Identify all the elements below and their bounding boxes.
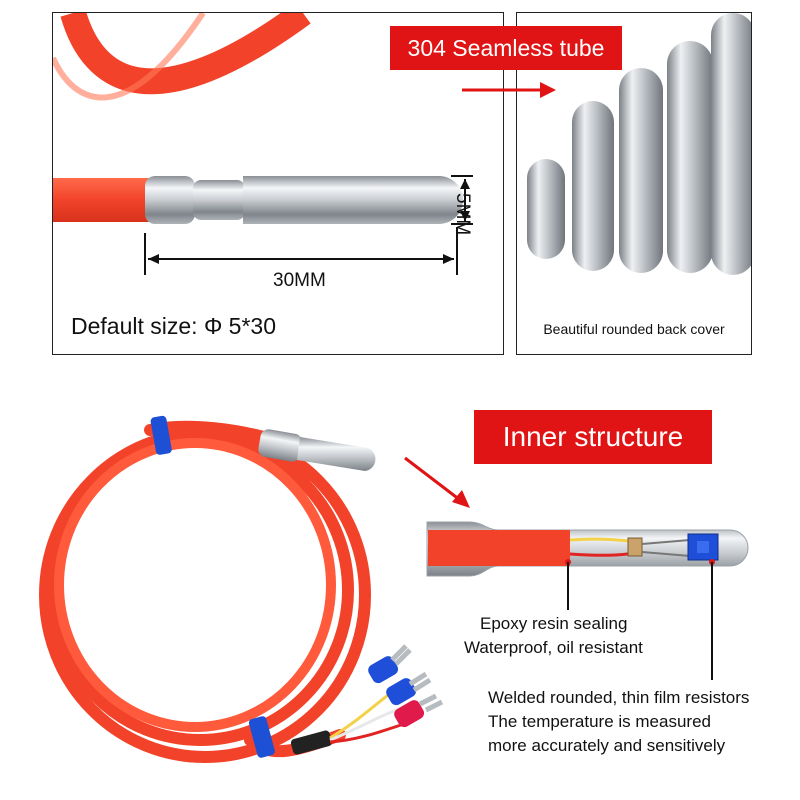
resistor-line-1: Welded rounded, thin film resistors (488, 688, 750, 707)
epoxy-leader-line (565, 559, 571, 610)
probe-groove (193, 180, 245, 220)
resistor-line-2: The temperature is measured (488, 712, 711, 731)
terminal-red (394, 693, 444, 728)
coil-probe-tip (297, 437, 376, 471)
probe-closeup-illustration (53, 13, 473, 275)
lead-joint (627, 537, 643, 557)
rounded-caps-panel: Beautiful rounded back cover (516, 12, 752, 355)
steel-tube-1 (527, 159, 565, 259)
steel-tube-5 (711, 13, 751, 275)
default-size-text: Default size: Φ 5*30 (71, 313, 277, 339)
coil-probe-collar (258, 429, 303, 462)
inner-structure-banner: Inner structure (474, 410, 712, 464)
steel-tube-3 (619, 68, 663, 273)
steel-tube-2 (572, 101, 614, 271)
cable-clip-top (150, 415, 172, 455)
arrow-right-icon (462, 82, 556, 98)
resistor-line-3: more accurately and sensitively (488, 736, 726, 755)
inner-cable-section (428, 530, 570, 566)
heat-shrink (290, 730, 332, 755)
cable-highlight (53, 13, 206, 101)
arrow-down-right-icon (404, 456, 470, 508)
probe-collar (145, 176, 195, 224)
cable-curve (60, 13, 311, 95)
epoxy-callout: Epoxy resin sealing Waterproof, oil resi… (464, 612, 643, 660)
seamless-tube-banner: 304 Seamless tube (390, 26, 622, 70)
probe-tip (243, 176, 463, 224)
inner-structure-diagram (426, 521, 749, 577)
coiled-cable (39, 420, 371, 763)
epoxy-line-1: Epoxy resin sealing (480, 614, 628, 633)
rounded-cover-caption: Beautiful rounded back cover (543, 321, 725, 337)
cable-clip-bottom (248, 716, 275, 758)
epoxy-line-2: Waterproof, oil resistant (464, 638, 643, 657)
resistor-callout: Welded rounded, thin film resistors The … (488, 686, 749, 758)
cable-straight (53, 178, 153, 222)
terminal-blue-1 (368, 644, 412, 684)
terminal-blue-2 (386, 671, 432, 706)
length-label: 30MM (273, 270, 326, 291)
steel-tube-4 (667, 41, 713, 273)
resistor-leader-line (709, 559, 715, 680)
rounded-caps-illustration (517, 13, 751, 354)
